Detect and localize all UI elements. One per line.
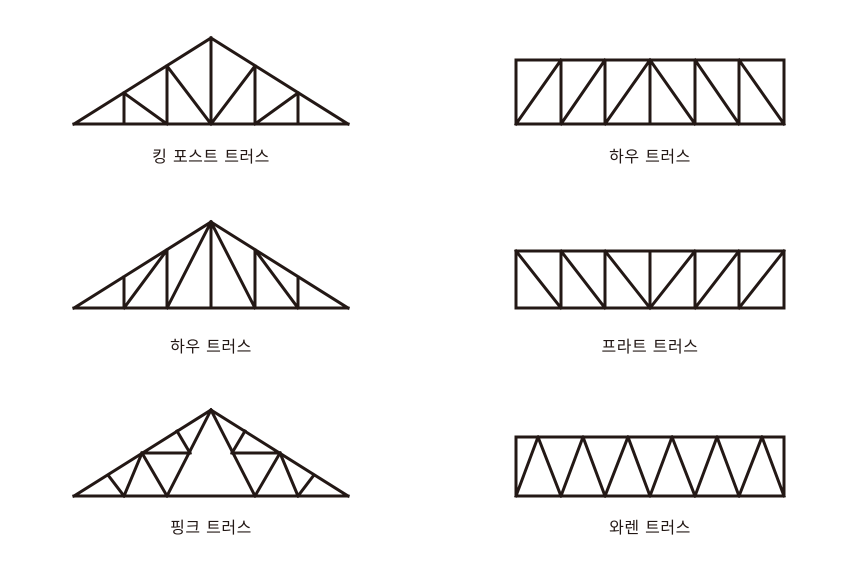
fink-truss-label: 핑크 트러스	[170, 518, 252, 537]
diagonal-web	[736, 57, 787, 127]
king-post-truss-label: 킹 포스트 트러스	[152, 147, 270, 166]
diagonal-web	[602, 248, 653, 311]
diagonal-web	[692, 248, 742, 311]
secondary-web	[122, 451, 144, 498]
pratt-truss-label: 프라트 트러스	[601, 337, 699, 356]
fink-truss-drawing	[71, 407, 351, 499]
left-rafter	[71, 35, 214, 127]
diagonal-web	[208, 219, 258, 311]
diagonal-web	[121, 90, 170, 127]
diagonal-web	[252, 90, 301, 127]
diagonal-web	[514, 435, 540, 498]
left-rafter	[71, 219, 214, 311]
diagonal-web	[715, 435, 741, 498]
secondary-web	[174, 428, 193, 456]
diagonal-web	[760, 435, 786, 498]
diagonal-web	[513, 248, 564, 311]
diagonal-web	[581, 435, 607, 498]
diagonal-web	[252, 247, 301, 311]
right-rafter	[208, 219, 351, 311]
diagonal-web	[670, 435, 697, 498]
diagonal-web	[164, 219, 214, 311]
secondary-web	[139, 450, 170, 499]
diagonal-web	[559, 435, 585, 498]
diagonal-web	[693, 435, 719, 498]
diagonal-web	[208, 63, 258, 127]
diagonal-web	[603, 435, 630, 498]
diagonal-web	[513, 57, 564, 127]
howe-roof-truss-label: 하우 트러스	[170, 337, 252, 356]
diagonal-web	[558, 57, 608, 127]
diagonal-web	[692, 57, 742, 127]
howe-roof-truss-drawing	[71, 219, 351, 311]
right-rafter	[208, 35, 351, 127]
howe-flat-truss-label: 하우 트러스	[609, 147, 691, 166]
diagonal-web	[648, 435, 674, 498]
secondary-web	[105, 472, 127, 499]
diagonal-web	[164, 63, 214, 127]
secondary-web	[295, 472, 317, 499]
diagonal-web	[737, 435, 764, 498]
diagonal-web	[647, 57, 698, 127]
diagonal-web	[736, 248, 787, 311]
howe-flat-truss-drawing	[513, 57, 787, 127]
diagonal-web	[558, 248, 608, 311]
diagonal-web	[602, 57, 653, 127]
secondary-web	[278, 451, 300, 498]
diagonal-web	[626, 435, 652, 498]
king-post-truss-drawing	[71, 35, 351, 127]
pratt-truss-drawing	[513, 248, 787, 311]
warren-truss-drawing	[514, 435, 786, 498]
diagonal-web	[647, 248, 698, 311]
warren-truss-label: 와렌 트러스	[609, 518, 691, 537]
diagonal-web	[536, 435, 563, 498]
secondary-web	[229, 428, 248, 456]
diagonal-web	[121, 247, 170, 311]
secondary-web	[252, 450, 283, 499]
